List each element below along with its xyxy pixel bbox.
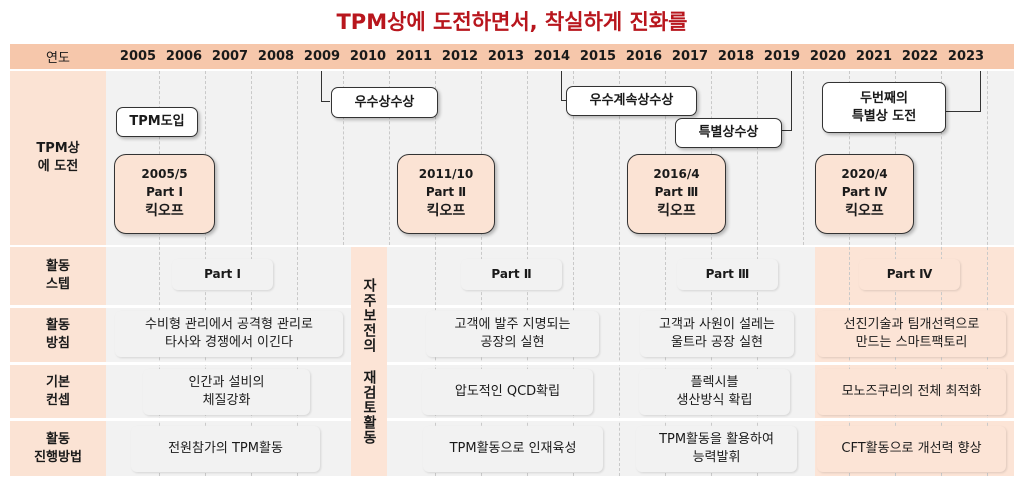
connector-special — [782, 71, 792, 131]
year-2011: 2011 — [395, 49, 433, 64]
year-2022: 2022 — [901, 49, 939, 64]
method-part4: CFT활동으로 개선력 향상 — [817, 426, 1006, 472]
page-title: TPM상에 도전하면서, 착실하게 진화를 — [336, 10, 688, 34]
concept-part1: 인간과 설비의 체질강화 — [143, 369, 310, 415]
review-bar-text: 자주보전의 재검토활동 — [361, 278, 377, 445]
kickoff-part4: 2020/4 Part Ⅳ 킥오프 — [815, 154, 914, 234]
row-separator — [10, 362, 1014, 365]
gridline — [665, 71, 666, 476]
connector-continuous — [561, 71, 567, 101]
row-label-concept: 기본 컨셉 — [10, 365, 106, 418]
year-2023: 2023 — [947, 49, 985, 64]
year-2018: 2018 — [717, 49, 755, 64]
kickoff-part: Part Ⅱ — [425, 184, 467, 199]
gridline — [343, 71, 344, 245]
step-part3: Part Ⅲ — [677, 259, 778, 290]
year-2014: 2014 — [533, 49, 571, 64]
callout-excellence-award: 우수상수상 — [331, 87, 438, 118]
step-part4: Part Ⅳ — [859, 259, 960, 290]
policy-part3: 고객과 사원이 설레는 울트라 공장 실현 — [640, 311, 794, 357]
policy-part1: 수비형 관리에서 공격형 관리로 타사와 경쟁에서 이긴다 — [115, 311, 343, 357]
policy-part4: 선진기술과 팀개선력으로 만드는 스마트팩토리 — [817, 311, 1006, 357]
gridline — [297, 71, 298, 476]
kickoff-date: 2011/10 — [418, 167, 474, 182]
autonomous-maintenance-review-bar: 자주보전의 재검토활동 — [351, 247, 387, 476]
kickoff-label: 킥오프 — [145, 203, 184, 220]
policy-part2: 고객에 발주 지명되는 공장의 실현 — [426, 311, 599, 357]
year-2010: 2010 — [349, 49, 387, 64]
gridline — [389, 71, 390, 245]
year-2013: 2013 — [487, 49, 525, 64]
kickoff-label: 킥오프 — [845, 203, 884, 220]
year-2007: 2007 — [211, 49, 249, 64]
concept-part3: 플렉시블 생산방식 확립 — [639, 369, 790, 415]
callout-special-award: 특별상수상 — [675, 118, 782, 148]
kickoff-part: Part Ⅲ — [654, 184, 699, 199]
row-label-challenge: TPM상 에 도전 — [10, 71, 106, 245]
kickoff-part3: 2016/4 Part Ⅲ 킥오프 — [627, 154, 726, 234]
gridline — [435, 71, 436, 476]
row-label-policy: 활동 방침 — [10, 308, 106, 362]
kickoff-date: 2005/5 — [141, 167, 188, 182]
kickoff-part2: 2011/10 Part Ⅱ 킥오프 — [397, 154, 495, 234]
callout-second-special: 두번째의 특별상 도전 — [822, 82, 946, 133]
row-separator — [10, 418, 1014, 421]
year-2009: 2009 — [303, 49, 341, 64]
year-header-label: 연도 — [46, 51, 70, 66]
kickoff-part1: 2005/5 Part Ⅰ 킥오프 — [114, 154, 215, 234]
gridline — [987, 71, 988, 476]
method-part1: 전원참가의 TPM활동 — [131, 426, 320, 472]
row-label-step: 활동 스텝 — [10, 247, 106, 305]
kickoff-part: Part Ⅰ — [146, 184, 183, 199]
kickoff-label: 킥오프 — [657, 203, 696, 220]
row-separator — [10, 305, 1014, 308]
year-2020: 2020 — [809, 49, 847, 64]
gridline — [803, 71, 804, 245]
connector-second-special — [946, 71, 981, 112]
kickoff-label: 킥오프 — [426, 203, 466, 220]
year-2015: 2015 — [579, 49, 617, 64]
step-part2: Part Ⅱ — [461, 259, 562, 290]
kickoff-date: 2020/4 — [841, 167, 888, 182]
year-header-bar — [10, 44, 1014, 69]
callout-continuous-award: 우수계속상수상 — [566, 86, 697, 116]
year-2017: 2017 — [671, 49, 709, 64]
gridline — [159, 71, 160, 476]
year-2019: 2019 — [763, 49, 801, 64]
year-2006: 2006 — [165, 49, 203, 64]
callout-tpm-intro: TPM도입 — [116, 107, 198, 137]
year-2012: 2012 — [441, 49, 479, 64]
kickoff-part: Part Ⅳ — [841, 184, 888, 199]
gridline — [849, 71, 850, 476]
method-part3: TPM활동을 활용하여 능력발휘 — [636, 426, 797, 472]
year-2008: 2008 — [257, 49, 295, 64]
kickoff-date: 2016/4 — [653, 167, 700, 182]
concept-part4: 모노즈쿠리의 전체 최적화 — [817, 369, 1006, 415]
year-2021: 2021 — [855, 49, 893, 64]
gridline — [619, 71, 620, 476]
row-label-method: 활동 진행방법 — [10, 421, 106, 476]
step-part1: Part Ⅰ — [172, 259, 273, 290]
year-2005: 2005 — [119, 49, 157, 64]
gridline — [573, 71, 574, 476]
method-part2: TPM활동으로 인재육성 — [423, 426, 603, 472]
year-2016: 2016 — [625, 49, 663, 64]
concept-part2: 압도적인 QCD확립 — [422, 369, 593, 415]
connector-excellence — [321, 71, 330, 102]
